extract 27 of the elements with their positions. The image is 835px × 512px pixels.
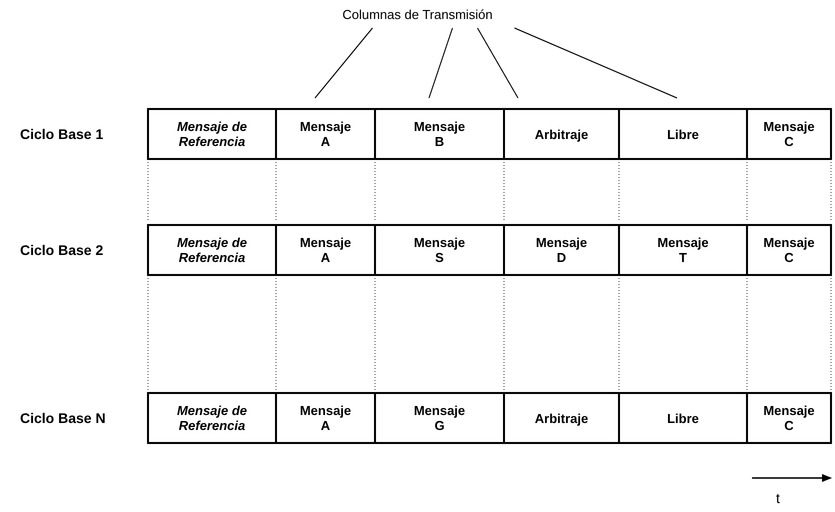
message-slot: Mensaje S — [374, 224, 505, 276]
message-slot: Mensaje B — [374, 108, 505, 160]
message-slot: Mensaje C — [746, 392, 832, 444]
message-slot: Mensaje G — [374, 392, 505, 444]
message-slot: Mensaje A — [275, 392, 376, 444]
row-label: Ciclo Base 1 — [20, 126, 104, 142]
message-slot: Mensaje D — [503, 224, 620, 276]
message-slot: Mensaje de Referencia — [147, 108, 277, 160]
message-slot: Arbitraje — [503, 392, 620, 444]
message-slot: Libre — [618, 392, 748, 444]
message-slot: Mensaje A — [275, 108, 376, 160]
row-label: Ciclo Base N — [20, 410, 106, 426]
leader-line — [477, 28, 518, 98]
message-slot: Arbitraje — [503, 108, 620, 160]
axis-label: t — [776, 490, 780, 506]
message-slot: Mensaje C — [746, 224, 832, 276]
message-slot: Mensaje C — [746, 108, 832, 160]
message-slot: Libre — [618, 108, 748, 160]
message-slot: Mensaje T — [618, 224, 748, 276]
leader-line — [428, 28, 453, 98]
leader-line — [514, 28, 678, 98]
leader-line — [314, 28, 373, 98]
message-slot: Mensaje de Referencia — [147, 392, 277, 444]
row-label: Ciclo Base 2 — [20, 242, 104, 258]
column-heading: Columnas de Transmisión — [342, 7, 493, 22]
message-slot: Mensaje de Referencia — [147, 224, 277, 276]
message-slot: Mensaje A — [275, 224, 376, 276]
